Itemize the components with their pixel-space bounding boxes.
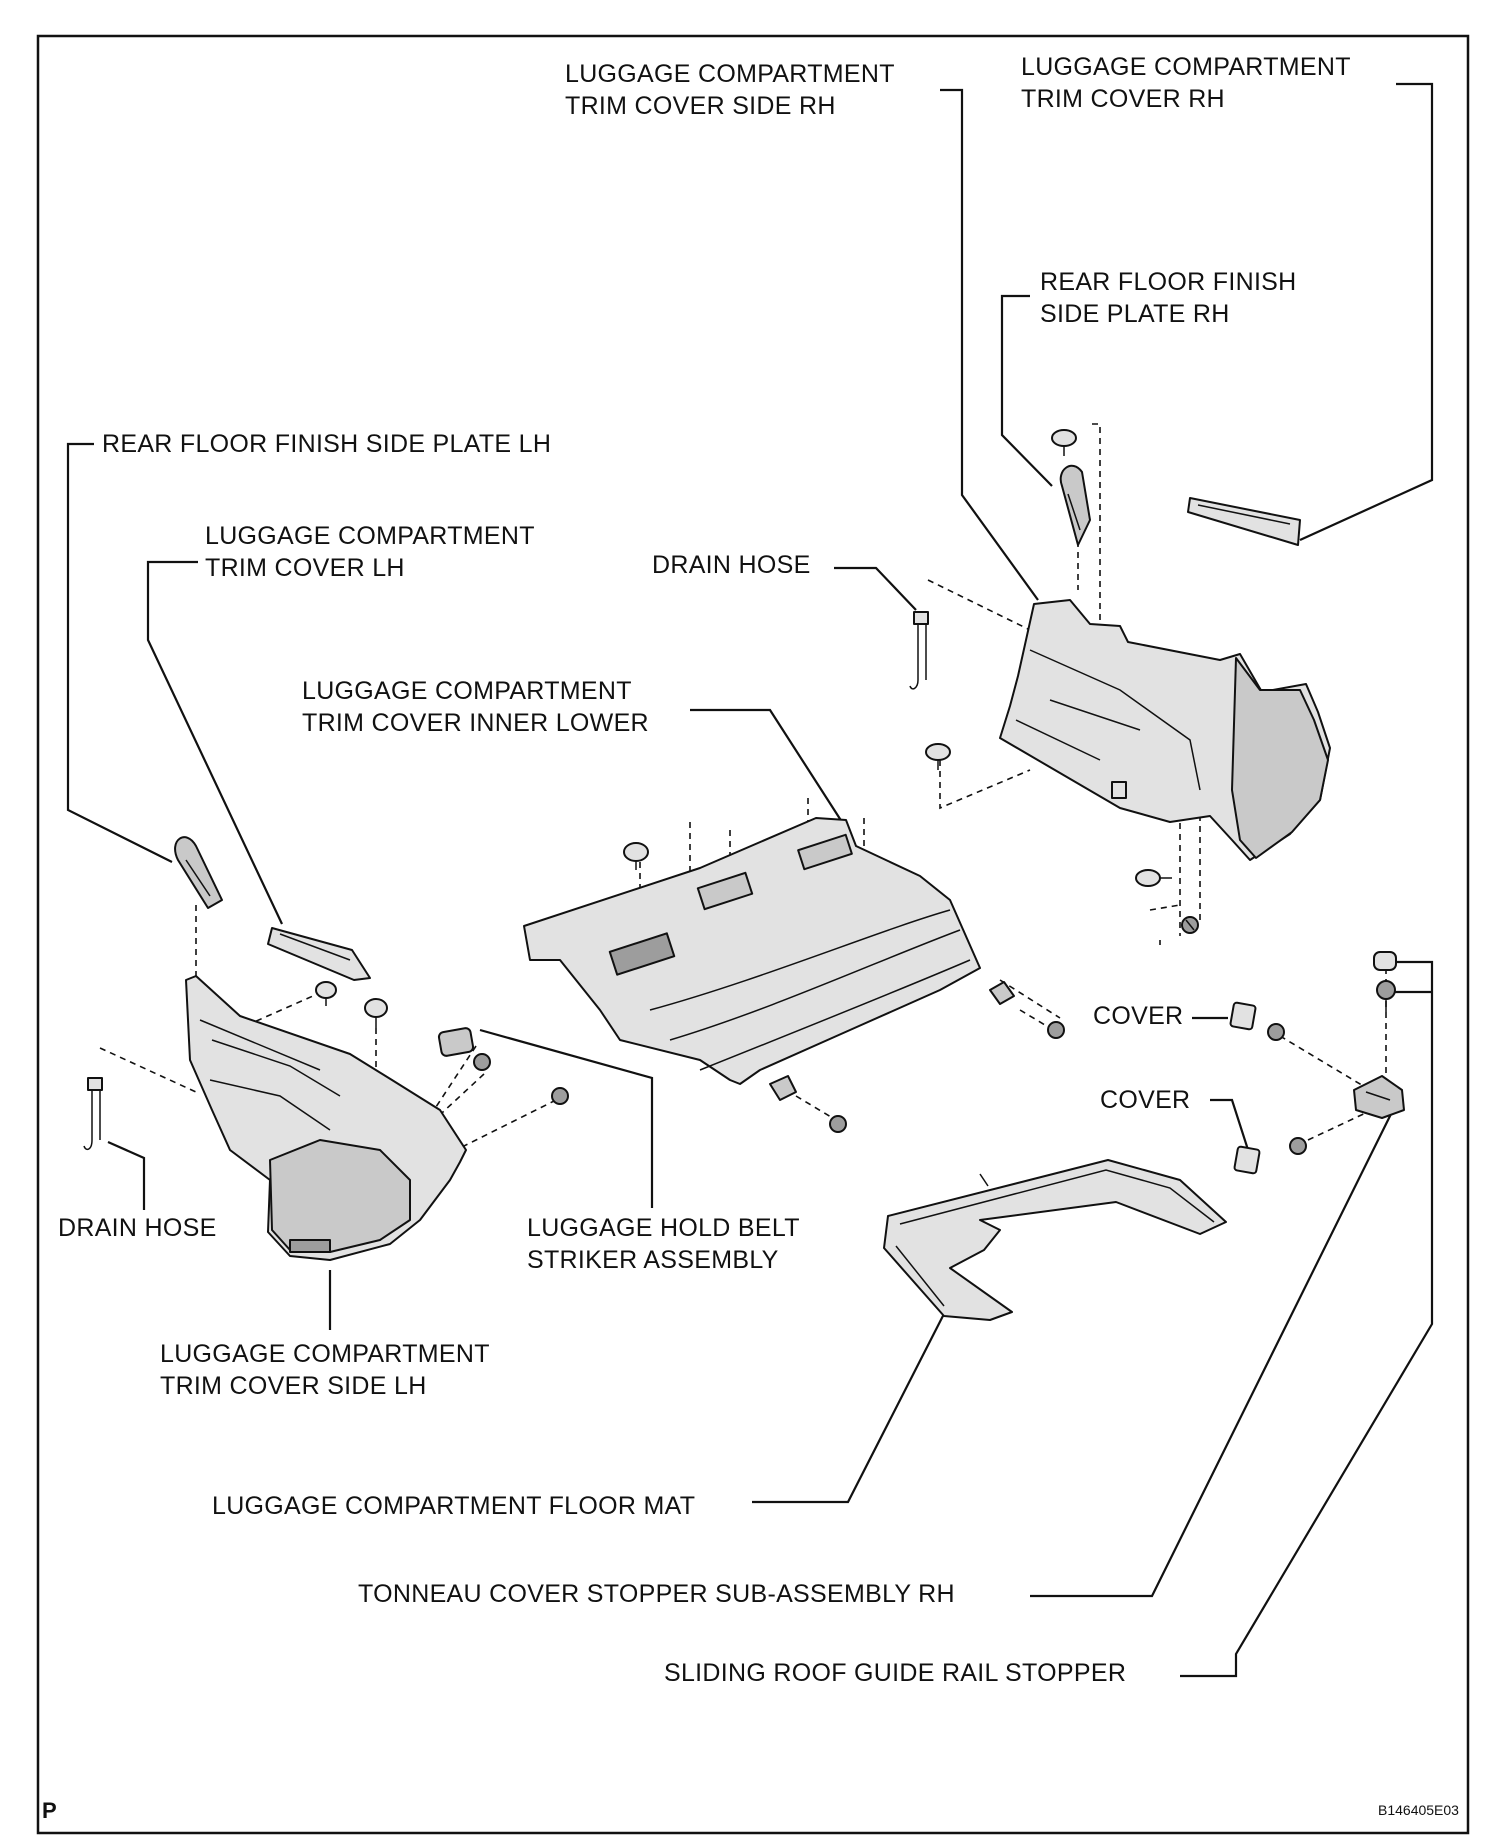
leader-floor-side-plate-rh xyxy=(1000,294,1053,487)
floor-mat-part xyxy=(883,1159,1227,1321)
label-trim-cover-lh: LUGGAGE COMPARTMENT TRIM COVER LH xyxy=(205,522,542,582)
leader-drain-hose-lh xyxy=(107,1140,146,1210)
leader-guide-rail-stopper xyxy=(1180,960,1434,1678)
label-guide-rail-stopper: SLIDING ROOF GUIDE RAIL STOPPER xyxy=(664,1659,1126,1687)
screw-lh-1 xyxy=(473,1053,491,1071)
cover-lower-part xyxy=(1233,1145,1261,1175)
clip-lh-right xyxy=(551,1087,569,1105)
label-hold-belt-striker-line2: STRIKER ASSEMBLY xyxy=(527,1246,779,1274)
hold-belt-striker-part xyxy=(437,1027,475,1057)
label-trim-cover-rh: LUGGAGE COMPARTMENT TRIM COVER RH xyxy=(1021,53,1358,113)
label-tonneau-stopper: TONNEAU COVER STOPPER SUB-ASSEMBLY RH xyxy=(358,1580,955,1608)
trim-cover-lh-part xyxy=(267,927,371,981)
floor-side-plate-rh-part xyxy=(1059,465,1091,546)
guide-rail-stopper-part xyxy=(1373,951,1397,1012)
label-floor-mat: LUGGAGE COMPARTMENT FLOOR MAT xyxy=(212,1492,695,1520)
screw-rh-lower xyxy=(1181,916,1199,934)
leader-floor-mat xyxy=(752,1305,949,1504)
label-trim-cover-side-lh: LUGGAGE COMPARTMENT TRIM COVER SIDE LH xyxy=(160,1340,497,1400)
label-trim-cover-rh-line1: LUGGAGE COMPARTMENT xyxy=(1021,53,1350,81)
trim-cover-inner-lower-part xyxy=(523,817,981,1085)
label-cover-upper: COVER xyxy=(1093,1002,1183,1030)
label-drain-hose-lh: DRAIN HOSE xyxy=(58,1214,217,1242)
label-trim-cover-rh-line2: TRIM COVER RH xyxy=(1021,85,1225,113)
clip-lh-top-2 xyxy=(364,998,388,1028)
leader-trim-cover-side-rh xyxy=(940,88,1039,601)
floor-side-plate-lh-part xyxy=(174,836,223,909)
clip-lh-top-1 xyxy=(315,981,337,1006)
label-trim-cover-inner-lower-line1: LUGGAGE COMPARTMENT xyxy=(302,677,631,705)
label-floor-side-plate-rh: REAR FLOOR FINISH SIDE PLATE RH xyxy=(1040,268,1304,328)
label-trim-cover-side-rh-line1: LUGGAGE COMPARTMENT xyxy=(565,60,894,88)
clip-inner-top xyxy=(623,842,649,870)
drain-hose-rh-part xyxy=(909,611,929,690)
leader-tonneau-stopper xyxy=(1030,1111,1393,1598)
label-hold-belt-striker-line1: LUGGAGE HOLD BELT xyxy=(527,1214,799,1242)
cover-upper-part xyxy=(1229,1001,1257,1031)
diagram-border xyxy=(36,34,1470,1835)
leader-floor-side-plate-lh xyxy=(66,442,173,863)
striker-inner-right xyxy=(989,981,1065,1039)
screw-near-cover xyxy=(1267,1023,1285,1041)
clip-rh-top xyxy=(1051,429,1077,456)
label-trim-cover-side-lh-line1: LUGGAGE COMPARTMENT xyxy=(160,1340,489,1368)
label-trim-cover-lh-line2: TRIM COVER LH xyxy=(205,554,405,582)
leader-drain-hose-rh xyxy=(834,566,917,611)
label-trim-cover-side-rh: LUGGAGE COMPARTMENT TRIM COVER SIDE RH xyxy=(565,60,902,120)
clip-rh-inner xyxy=(925,743,951,770)
label-trim-cover-inner-lower-line2: TRIM COVER INNER LOWER xyxy=(302,709,649,737)
label-hold-belt-striker: LUGGAGE HOLD BELT STRIKER ASSEMBLY xyxy=(527,1214,807,1274)
label-trim-cover-inner-lower: LUGGAGE COMPARTMENT TRIM COVER INNER LOW… xyxy=(302,677,649,737)
tonneau-stopper-part xyxy=(1289,1075,1405,1155)
drain-hose-lh-part xyxy=(83,1077,103,1151)
leader-cover-lower xyxy=(1210,1098,1252,1157)
label-floor-side-plate-rh-line2: SIDE PLATE RH xyxy=(1040,300,1230,328)
trim-cover-rh-part xyxy=(1187,497,1301,546)
label-drain-hose-rh: DRAIN HOSE xyxy=(652,551,811,579)
label-floor-side-plate-lh: REAR FLOOR FINISH SIDE PLATE LH xyxy=(102,430,551,458)
label-cover-lower: COVER xyxy=(1100,1086,1190,1114)
label-trim-cover-side-lh-line2: TRIM COVER SIDE LH xyxy=(160,1372,427,1400)
leader-trim-cover-rh xyxy=(1299,82,1434,542)
label-trim-cover-lh-line1: LUGGAGE COMPARTMENT xyxy=(205,522,534,550)
leader-hold-belt xyxy=(479,1028,654,1208)
label-trim-cover-side-rh-line2: TRIM COVER SIDE RH xyxy=(565,92,836,120)
figure-code: B146405E03 xyxy=(1378,1802,1459,1818)
leader-inner-lower xyxy=(690,708,843,823)
leader-trim-cover-lh xyxy=(146,560,283,925)
trim-cover-side-lh-part xyxy=(185,975,467,1261)
clip-rh-lower xyxy=(1135,869,1172,887)
trim-cover-side-rh-part xyxy=(999,599,1331,861)
label-floor-side-plate-rh-line1: REAR FLOOR FINISH xyxy=(1040,268,1297,296)
striker-inner-bottom xyxy=(769,1075,847,1133)
corner-letter: P xyxy=(42,1798,57,1823)
